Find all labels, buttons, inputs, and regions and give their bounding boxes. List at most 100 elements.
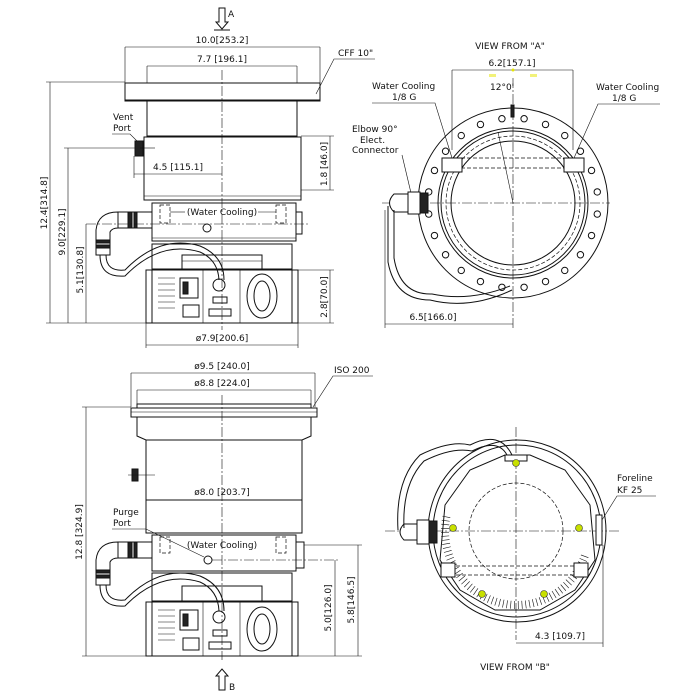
view-b-title: VIEW FROM "B" [480, 663, 550, 673]
cooling-fin [463, 581, 470, 588]
upper-collar [136, 416, 312, 441]
cooling-fin [506, 600, 508, 609]
water-cooling-label: (Water Cooling) [187, 208, 257, 218]
elbow-connector-bottom [397, 438, 513, 545]
bolt-hole [457, 131, 465, 140]
water-cooling-right-label: 1/8 G [612, 94, 636, 104]
bolt-hole [576, 251, 585, 259]
dim-vent-height: 9.0[229.1] [58, 208, 68, 255]
cooling-fin [557, 586, 563, 594]
dim-base-diameter: ø7.9[200.6] [196, 334, 249, 344]
purge-port [203, 555, 213, 565]
elbow-connector [95, 541, 225, 612]
view-a-title: VIEW FROM "A" [475, 42, 545, 52]
cooling-fin [490, 596, 495, 605]
cooling-fin [563, 581, 570, 589]
status-led [575, 524, 583, 532]
bolt-hole [425, 188, 433, 196]
dim-body-width: 7.7 [196.1] [197, 55, 247, 65]
water-cooling-section [151, 202, 297, 242]
water-cooling-right-label: Water Cooling [596, 83, 659, 93]
purge-port-label: Port [113, 519, 131, 529]
bolt-hole [498, 283, 506, 291]
bolt-hole [561, 266, 569, 275]
cooling-fin [498, 598, 501, 607]
serial-port [212, 296, 228, 304]
bolt-holes [425, 115, 601, 291]
fan-grille [246, 273, 278, 319]
view-arrow-label: B [229, 683, 235, 693]
cooling-fin [458, 575, 466, 582]
dim-flange-width: 10.0[253.2] [196, 36, 249, 46]
cooling-fins [441, 515, 589, 609]
cooling-fin [442, 546, 451, 549]
cooling-fin [538, 597, 543, 605]
cooling-fin [535, 598, 539, 607]
bolt-hole [498, 115, 506, 123]
bolt-hole [587, 166, 596, 175]
bolt-hole [430, 166, 439, 175]
bolt-hole [430, 231, 439, 240]
cooling-fin [442, 515, 451, 518]
vent-port-label: Port [113, 124, 131, 134]
elbow-connector-label: Connector [352, 146, 399, 156]
bolt-hole [441, 147, 450, 155]
cooling-fin [521, 600, 523, 609]
dim-purge-height: 5.0[126.0] [324, 584, 334, 631]
purge-port-label: Purge [113, 508, 139, 518]
cooling-fin [442, 542, 451, 545]
cooling-fin [551, 590, 557, 599]
cooling-fin [568, 576, 575, 583]
cooling-fin [580, 554, 589, 558]
bolt-hole [476, 120, 485, 129]
status-led [449, 524, 457, 532]
side-view-top-pump: A (Water Cooling) [40, 7, 375, 348]
cooling-fin [554, 588, 560, 596]
bolt-hole [593, 210, 601, 218]
foreline-port [295, 541, 305, 569]
view-arrow-label: A [228, 10, 235, 20]
bolt-hole [425, 210, 433, 218]
bolt-hole [520, 115, 528, 123]
cooling-fin [445, 553, 453, 557]
bolt-hole [457, 266, 465, 275]
cooling-fin [473, 588, 479, 596]
water-cooling-fitting-left [441, 157, 463, 173]
base-plate [439, 454, 596, 611]
upper-band [143, 136, 302, 201]
cooling-fin [483, 593, 488, 602]
elbow-connector-label: Elbow 90° [352, 125, 398, 135]
db15-port [208, 308, 232, 317]
bolt-hole [476, 277, 485, 286]
bolt-hole [441, 251, 450, 259]
bolt-hole [541, 120, 550, 129]
purge-screw [202, 223, 212, 233]
bottom-view-b: Foreline KF 25 4.3 [109.7] VIEW FROM "B" [385, 427, 656, 673]
cooling-fin [560, 584, 567, 591]
status-led [478, 590, 486, 598]
status-led [512, 459, 520, 467]
dim-total-height: 12.4[314.8] [40, 177, 50, 230]
water-cooling-left-label: 1/8 G [392, 93, 416, 103]
cooling-fin [579, 558, 588, 562]
vent-port [134, 140, 144, 157]
cooling-fin [565, 579, 572, 586]
cooling-fin [528, 599, 531, 608]
view-arrow-a: A [214, 7, 235, 31]
dim-vent-offset: 4.5 [115.1] [153, 163, 203, 173]
cooling-fin [456, 572, 463, 579]
dim-total-height: 12.8 [324.9] [75, 504, 85, 560]
dim-connector-offset: 6.5[166.0] [409, 313, 456, 323]
lower-band [145, 499, 303, 534]
cooling-fin [461, 578, 468, 585]
cooling-fin [446, 556, 455, 561]
status-led [540, 590, 548, 598]
dim-electronics-height: 2.8[70.0] [320, 276, 330, 317]
dim-upper-band: 1.8 [46.0] [320, 142, 330, 186]
cff-flange-label: CFF 10" [338, 49, 373, 59]
cooling-fin [443, 550, 452, 553]
foreline-label: KF 25 [617, 486, 642, 496]
cooling-fin [487, 595, 491, 603]
cff-flange [124, 82, 321, 102]
